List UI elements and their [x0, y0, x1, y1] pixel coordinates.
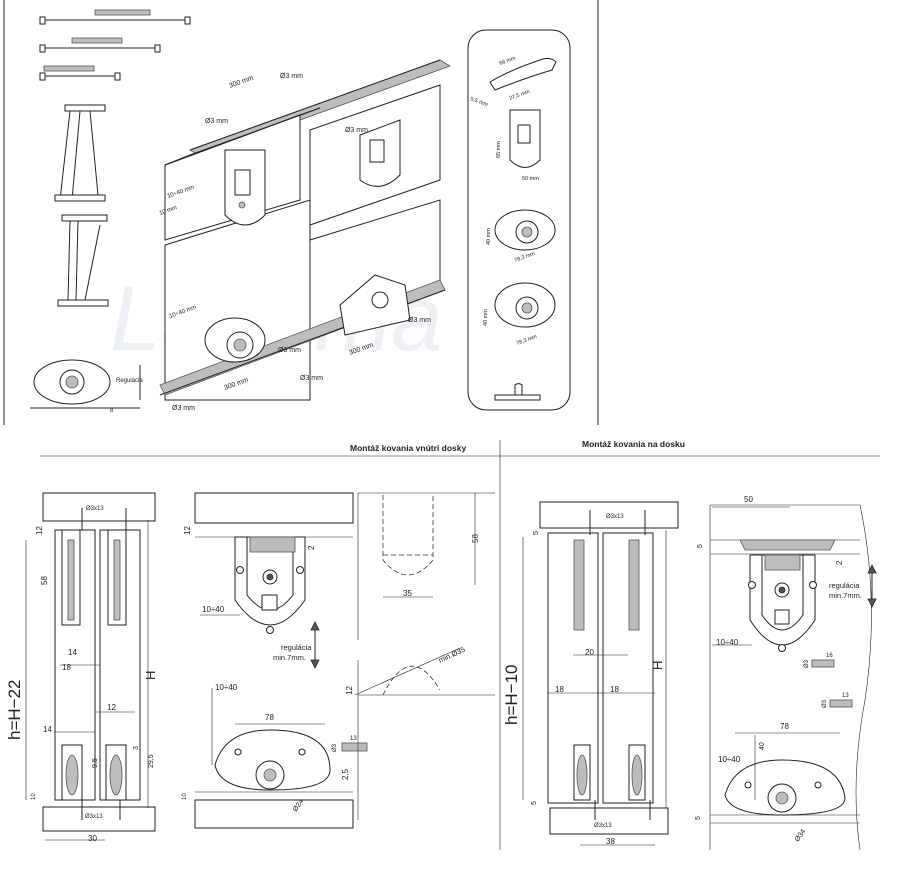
dimension-label: 16 — [826, 653, 833, 659]
dimension-label: 2 — [835, 560, 844, 565]
dimension-label: h=H−22 — [5, 680, 24, 741]
dimension-label: Ø3 mm — [280, 73, 303, 80]
dimension-label: 5 — [697, 544, 704, 548]
dimension-label: 10÷40 — [718, 755, 741, 764]
dimension-label: Ø3 — [822, 699, 828, 708]
dimension-label: 18 — [555, 685, 564, 694]
dimension-label: 13 — [350, 736, 357, 742]
onto-detail-view — [709, 504, 877, 851]
dimension-label: 2,5 — [341, 768, 350, 780]
dimension-label: 10÷40 — [716, 638, 739, 647]
dimension-label: 2 — [307, 545, 316, 550]
dimension-label: 8 — [110, 408, 114, 414]
dimension-label: min.7mm. — [273, 653, 306, 662]
dimension-label: 5 — [533, 531, 540, 535]
dimension-label: 78,3 mm — [516, 334, 539, 347]
dimension-label: Ø3x13 — [606, 514, 624, 520]
dimension-label: Ø3 mm — [172, 405, 195, 412]
inside-detail-view — [194, 492, 368, 829]
dimension-label: 30 — [88, 834, 97, 843]
dimension-label: Ø3x13 — [85, 814, 103, 820]
dimension-label: Ø3x13 — [594, 823, 612, 829]
dimension-label: Ø3x13 — [86, 506, 104, 512]
inside-groove-detail — [354, 492, 495, 820]
component-panel — [467, 29, 571, 411]
dimension-label: 10÷40 — [202, 605, 225, 614]
dimension-label: 9,5 — [92, 758, 99, 768]
dimension-label: 5,5 mm — [469, 96, 489, 108]
dimension-label: 40 mm — [483, 309, 489, 326]
dimension-label: 78 — [780, 722, 789, 731]
isometric-assembly — [159, 59, 451, 401]
dimension-label: Ø3 mm — [408, 317, 431, 324]
dimension-label: 10 — [182, 793, 188, 800]
dimension-label: h=H−10 — [502, 665, 521, 726]
dimension-label: 35 — [403, 589, 412, 598]
dimension-label: Ø3 — [804, 659, 810, 668]
dimension-label: 40 mm — [486, 228, 492, 245]
heading-onto: Montáž kovania na dosku — [582, 439, 685, 449]
dimension-label: Ø3 mm — [205, 118, 228, 125]
dimension-label: Regulácia — [116, 378, 143, 384]
dimension-label: Ø3 — [332, 743, 338, 752]
dimension-label: 14 — [43, 725, 52, 734]
dimension-label: 14 — [68, 648, 77, 657]
dimension-label: H — [650, 661, 665, 670]
dimension-label: 78,3 mm — [514, 251, 537, 264]
dimension-label: Ø3 mm — [278, 347, 301, 354]
dimension-label: 13 — [842, 693, 849, 699]
dimension-label: Ø3 mm — [345, 127, 368, 134]
dimension-label: min.7mm. — [829, 591, 862, 600]
dimension-label: H — [143, 671, 158, 680]
door-position-icons — [39, 9, 191, 81]
dimension-label: 50 mm — [522, 176, 539, 182]
dimension-label: 5 — [695, 816, 702, 820]
dimension-label: 50 — [744, 495, 753, 504]
dimension-label: 40 — [759, 742, 766, 750]
dimension-label: 27,5 mm — [509, 89, 532, 102]
dimension-label: regulácia — [281, 643, 312, 652]
panel-components — [489, 57, 557, 401]
dimension-label: 300 mm — [228, 75, 254, 90]
dimension-label: 38 — [606, 837, 615, 846]
dimension-label: 5 — [531, 801, 538, 805]
bottom-guide-detail: Regulácia 8 — [30, 359, 143, 414]
dimension-label: 78 — [265, 713, 274, 722]
dimension-label: min.Ø35 — [437, 645, 467, 665]
dimension-label: 58 — [40, 576, 49, 585]
dimension-label: 29,5 — [148, 754, 155, 768]
dimension-label: Ø34 — [794, 828, 807, 843]
dimension-label: 18 — [610, 685, 619, 694]
dimension-label: 12 — [345, 686, 354, 695]
dimension-label: 66 mm — [499, 55, 517, 67]
dimension-label: regulácia — [829, 581, 860, 590]
dimension-label: 12 — [35, 526, 44, 535]
dimension-label: 12 — [107, 703, 116, 712]
dimension-label: 20 — [585, 648, 594, 657]
heading-inside: Montáž kovania vnútri dosky — [350, 443, 466, 453]
dimension-label: 10 — [31, 793, 37, 800]
onto-front-view — [522, 501, 679, 846]
dimension-label: 10÷40 — [215, 683, 238, 692]
dimension-label: 58 — [471, 534, 480, 543]
hanger-insert-icons — [54, 104, 109, 307]
dimension-label: 65 mm — [496, 141, 502, 158]
dimension-label: 10 mm — [159, 205, 178, 217]
dimension-label: 3 — [133, 746, 140, 750]
dimension-label: Ø3 mm — [300, 375, 323, 382]
inside-front-view — [25, 492, 156, 841]
dimension-label: 18 — [62, 663, 71, 672]
dimension-label: 12 — [183, 526, 192, 535]
